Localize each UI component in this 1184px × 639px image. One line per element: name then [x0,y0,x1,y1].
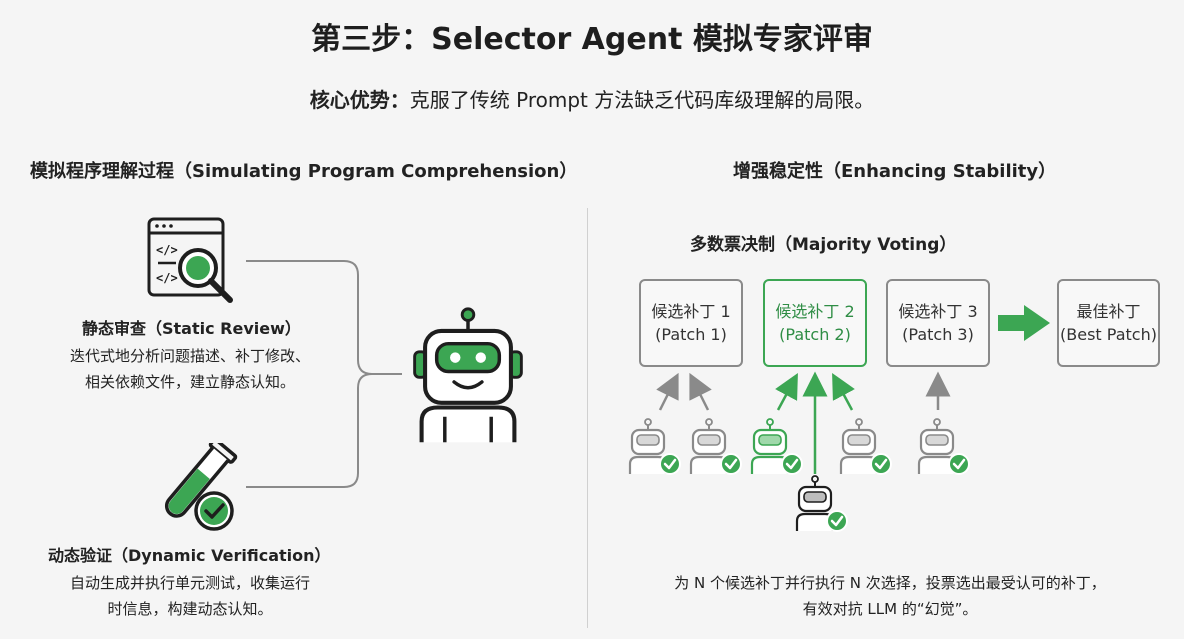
best-patch-sub: (Best Patch) [1060,325,1157,344]
subtitle-bold: 核心优势： [309,88,410,112]
best-patch-label: 最佳补丁 [1076,302,1141,321]
vote-arrow [656,372,679,411]
svg-text:</>: </> [156,271,178,285]
code-magnifier-icon: </> </> [147,217,233,303]
patch-3-sub: (Patch 3) [902,325,974,344]
patch-3-label: 候选补丁 3 [898,302,978,321]
majority-voting-title: 多数票决制（Majority Voting） [690,235,957,255]
static-review-desc-line1: 迭代式地分析问题描述、补丁修改、 [69,347,310,365]
static-review-desc: 迭代式地分析问题描述、补丁修改、 相关依赖文件，建立静态认知。 [30,343,350,395]
dynamic-verification-desc: 自动生成并执行单元测试，收集运行 时信息，构建动态认知。 [30,570,350,622]
right-section-heading: 增强稳定性（Enhancing Stability） [733,161,1057,182]
best-patch: 最佳补丁 (Best Patch) [1057,279,1160,367]
candidate-patch-2: 候选补丁 2 (Patch 2) [763,279,867,367]
arrow-right-icon [998,305,1050,341]
vote-arrow [689,372,712,411]
page-title: 第三步：Selector Agent 模拟专家评审 [311,22,873,57]
subtitle-text: 克服了传统 Prompt 方法缺乏代码库级理解的局限。 [409,88,875,112]
dynamic-verification-desc-line2: 时信息，构建动态认知。 [107,600,273,618]
voter-robot-icon [628,418,681,475]
voter-robot-icon [917,418,970,475]
static-review-desc-line2: 相关依赖文件，建立静态认知。 [84,373,295,391]
voter-robot-icon [750,418,803,475]
vote-arrow [775,372,798,411]
voting-footer: 为 N 个候选补丁并行执行 N 次选择，投票选出最受认可的补丁， 有效对抗 LL… [600,570,1180,622]
candidate-patch-3: 候选补丁 3 (Patch 3) [886,279,990,367]
patch-1-label: 候选补丁 1 [651,302,731,321]
robot-icon [413,307,523,443]
svg-text:</>: </> [156,243,178,257]
voter-robot-icon [689,418,742,475]
bracket-connector [246,260,402,488]
patch-2-label: 候选补丁 2 [775,302,855,321]
left-section-heading: 模拟程序理解过程（Simulating Program Comprehensio… [30,161,578,182]
vote-arrows [656,371,951,474]
vote-arrow [832,372,855,411]
voter-robot-icon [795,475,848,532]
patch-1-sub: (Patch 1) [655,325,727,344]
static-review-title: 静态审查（Static Review） [82,319,301,338]
section-divider [587,208,588,628]
page-subtitle: 核心优势：克服了传统 Prompt 方法缺乏代码库级理解的局限。 [0,84,1184,113]
dynamic-verification-desc-line1: 自动生成并执行单元测试，收集运行 [69,574,310,592]
voter-robot-icon [839,418,892,475]
test-tube-check-icon [165,443,238,531]
voting-footer-line1: 为 N 个候选补丁并行执行 N 次选择，投票选出最受认可的补丁， [674,574,1106,592]
dynamic-verification-title: 动态验证（Dynamic Verification） [48,546,331,565]
patch-2-sub: (Patch 2) [779,325,851,344]
voting-footer-line2: 有效对抗 LLM 的“幻觉”。 [802,600,978,618]
candidate-patch-1: 候选补丁 1 (Patch 1) [639,279,743,367]
